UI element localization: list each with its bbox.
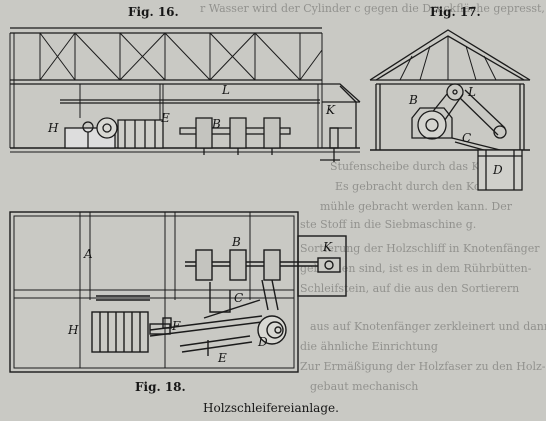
svg-text:Es gebracht durch den Koch-: Es gebracht durch den Koch- — [335, 180, 498, 193]
svg-text:Zur Ermäßigung der Holzfaser z: Zur Ermäßigung der Holzfaser zu den Holz… — [300, 360, 546, 373]
svg-text:ste Stoff in die Siebmaschine: ste Stoff in die Siebmaschine g. — [300, 218, 476, 231]
svg-text:L: L — [467, 85, 476, 99]
fig18-labels: A B K C H F D E — [67, 235, 333, 365]
svg-text:H: H — [47, 121, 59, 135]
svg-text:r Wasser wird der Cylinder c g: r Wasser wird der Cylinder c gegen die D… — [200, 2, 546, 15]
svg-text:A: A — [83, 247, 93, 261]
svg-text:C: C — [234, 291, 243, 305]
fig18-machines-b — [195, 249, 281, 281]
svg-text:L: L — [221, 83, 230, 97]
svg-text:Schleifstein, auf die aus den: Schleifstein, auf die aus den Sortierern — [300, 282, 519, 295]
svg-text:E: E — [217, 351, 227, 365]
svg-text:D: D — [257, 335, 268, 349]
figure-caption: Holzschleiferei­anlage. — [203, 401, 339, 415]
svg-text:F: F — [171, 319, 181, 333]
svg-text:die ähnliche Einrichtung: die ähnliche Einrichtung — [300, 340, 438, 353]
svg-text:Sortierung der Holzschliff in: Sortierung der Holzschliff in Knotenfäng… — [300, 242, 540, 255]
svg-text:C: C — [462, 131, 471, 145]
fig18-caption: Fig. 18. — [135, 380, 186, 394]
svg-text:D: D — [492, 163, 503, 177]
svg-text:H: H — [67, 323, 79, 337]
svg-text:K: K — [322, 240, 333, 254]
svg-text:B: B — [211, 117, 221, 131]
fig17-labels: L B C D — [408, 85, 503, 177]
svg-text:Stufenscheibe durch das Knie-: Stufenscheibe durch das Knie- — [330, 160, 501, 173]
svg-text:gebaut mechanisch: gebaut mechanisch — [310, 380, 418, 393]
svg-text:B: B — [231, 235, 241, 249]
svg-text:B: B — [408, 93, 418, 107]
svg-text:gebunden sind, ist es in dem R: gebunden sind, ist es in dem Rührbütten- — [300, 262, 532, 275]
fig17-caption: Fig. 17. — [430, 5, 481, 19]
fig16-drawing — [9, 27, 361, 162]
fig16-caption: Fig. 16. — [128, 5, 179, 19]
fig18-drawing — [9, 211, 347, 373]
fig16-labels: L H E B K — [47, 83, 336, 135]
svg-text:K: K — [325, 103, 336, 117]
fig17-drawing — [369, 29, 531, 191]
svg-text:aus auf Knotenfänger zerkleine: aus auf Knotenfänger zerkleinert und dan… — [310, 320, 546, 333]
svg-text:E: E — [160, 111, 170, 125]
fig16-machines-b — [179, 117, 291, 155]
bleed-through-text: r Wasser wird der Cylinder c gegen die D… — [200, 2, 546, 393]
svg-text:mühle gebracht werden kann. De: mühle gebracht werden kann. Der — [320, 200, 513, 213]
